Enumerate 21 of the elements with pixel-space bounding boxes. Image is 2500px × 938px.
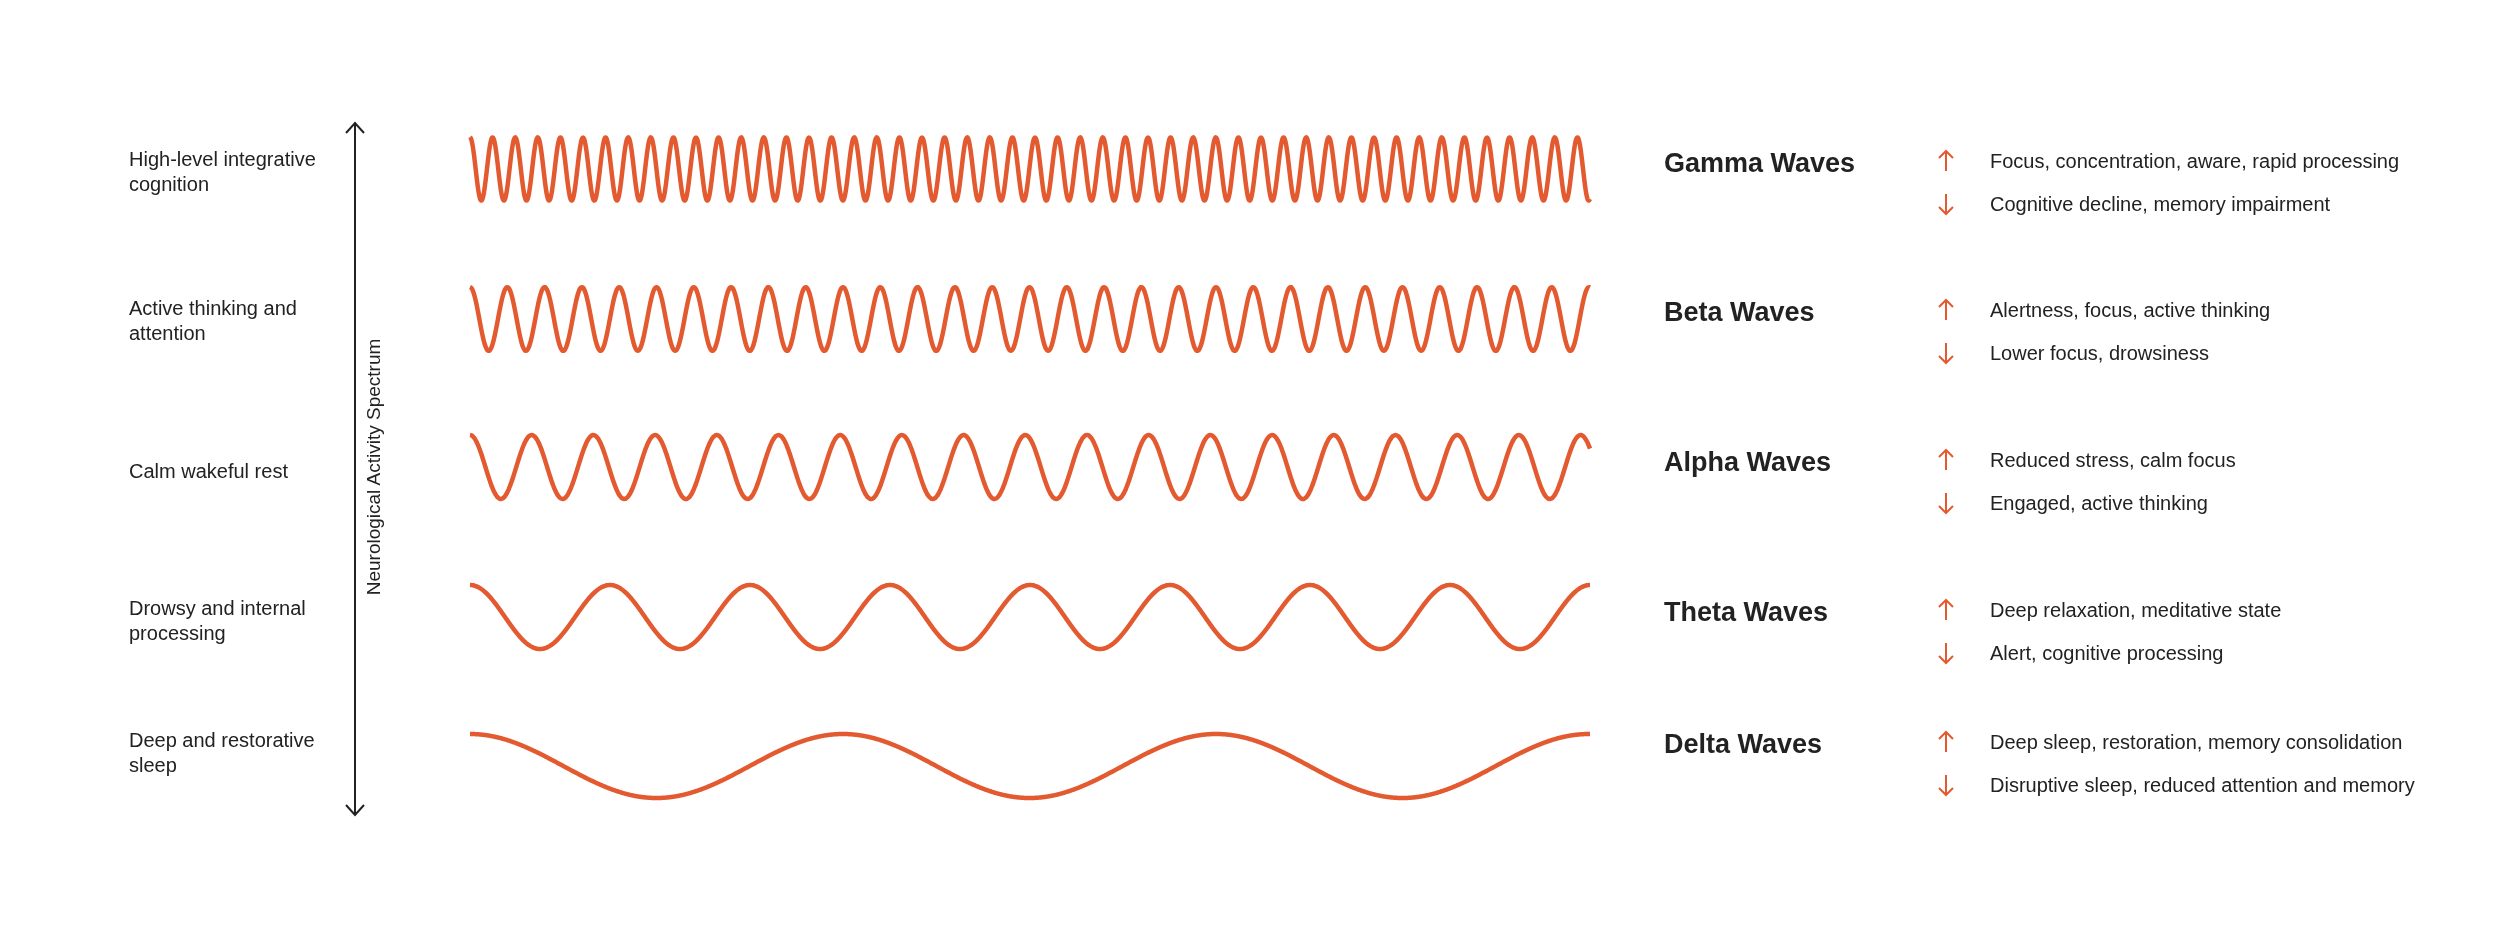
description-text: High-level integrative cognition [129,147,317,197]
wave-name: Theta Waves [1664,599,1829,625]
axis-label: Neurological Activity Spectrum [361,338,385,596]
description-text: Calm wakeful rest [129,458,289,484]
effect-text: Engaged, active thinking [1990,490,2208,516]
wave-name: Beta Waves [1664,299,1815,325]
wave-name: Gamma Waves [1664,150,1856,176]
description-text: Deep and restorative sleep [129,728,316,778]
effect-text: Alert, cognitive processing [1990,640,2224,666]
effect-text: Lower focus, drowsiness [1990,340,2209,366]
wave-name: Alpha Waves [1664,449,1832,475]
effect-text: Cognitive decline, memory impairment [1990,191,2331,217]
effect-text: Disruptive sleep, reduced attention and memory [1990,772,2415,798]
wave-name: Delta Waves [1664,731,1823,757]
description-text: Active thinking and attention [129,296,298,346]
effect-text: Reduced stress, calm focus [1990,447,2236,473]
effect-text: Deep relaxation, meditative state [1990,597,2282,623]
effect-text: Focus, concentration, aware, rapid processing [1990,148,2400,174]
effect-text: Alertness, focus, active thinking [1990,297,2271,323]
effect-text: Deep sleep, restoration, memory consolidation [1990,729,2403,755]
description-text: Drowsy and internal processing [129,596,307,646]
